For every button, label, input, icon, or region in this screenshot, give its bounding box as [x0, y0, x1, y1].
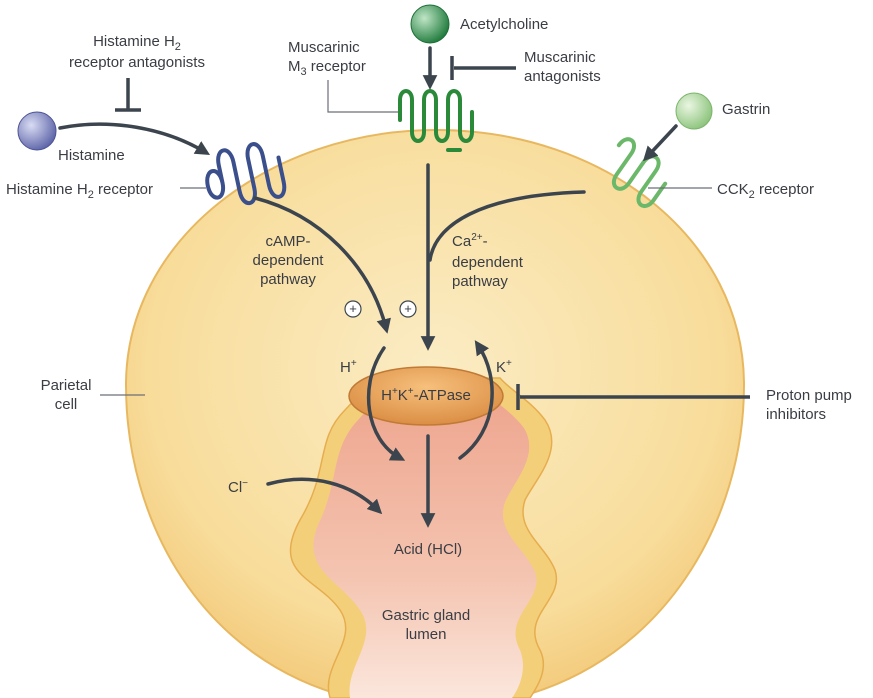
acetylcholine-molecule	[410, 4, 450, 44]
label-cl-ion: Cl−	[228, 478, 249, 496]
histamine-h2-receptor	[205, 142, 287, 206]
label-k-ion: K+	[496, 358, 512, 376]
arrow-cck2-to-ca-pathway	[428, 190, 586, 262]
gastric-gland-lumen	[313, 392, 537, 698]
plus-circle-right	[399, 300, 417, 318]
label-gastrin: Gastrin	[722, 101, 771, 118]
label-histamine: Histamine	[58, 147, 125, 164]
leader-muscarinic-m3	[327, 80, 398, 113]
label-camp-pathway: cAMP- dependent pathway	[252, 233, 324, 288]
label-ca-pathway: Ca2+- dependent pathway	[452, 232, 523, 290]
label-muscarinic-antagonists: Muscarinic antagonists	[524, 49, 601, 85]
arrow-gastrin-to-cck2	[642, 124, 678, 162]
label-histamine-h2-receptor: Histamine H2 receptor	[6, 181, 154, 201]
muscarinic-antagonist-inhibitor	[450, 56, 516, 80]
h2-antagonist-inhibitor	[115, 78, 141, 112]
label-proton-pump-inhibitors: Proton pump inhibitors	[766, 387, 852, 423]
plus-circle-left	[344, 300, 362, 318]
atpase-pump	[348, 366, 504, 426]
ppi-inhibitor	[516, 384, 750, 410]
muscarinic-m3-receptor	[398, 89, 474, 152]
arrow-camp-pathway	[253, 196, 391, 334]
arrow-h-ion	[366, 346, 406, 461]
label-parietal-cell: Parietal cell	[40, 377, 92, 413]
label-acid-hcl: Acid (HCl)	[393, 541, 463, 558]
label-h-ion: H+	[340, 358, 357, 376]
gastrin-molecule	[675, 92, 713, 130]
plus-sign-left: +	[349, 301, 357, 316]
arrow-cl-ion	[266, 477, 383, 515]
cck2-receptor	[611, 137, 668, 208]
label-gastric-gland-lumen: Gastric gland lumen	[381, 607, 471, 643]
label-cck2-receptor: CCK2 receptor	[717, 181, 814, 201]
histamine-molecule	[17, 111, 57, 151]
label-h2-antagonists: Histamine H2 receptor antagonists	[69, 33, 205, 71]
arrow-k-ion	[458, 340, 494, 460]
arrow-histamine-to-h2	[58, 122, 211, 156]
label-muscarinic-m3: Muscarinic M3 receptor	[288, 39, 366, 78]
label-acetylcholine: Acetylcholine	[460, 16, 549, 33]
label-atpase: H+K+-ATPase	[381, 386, 471, 404]
plus-sign-right: +	[404, 301, 412, 316]
